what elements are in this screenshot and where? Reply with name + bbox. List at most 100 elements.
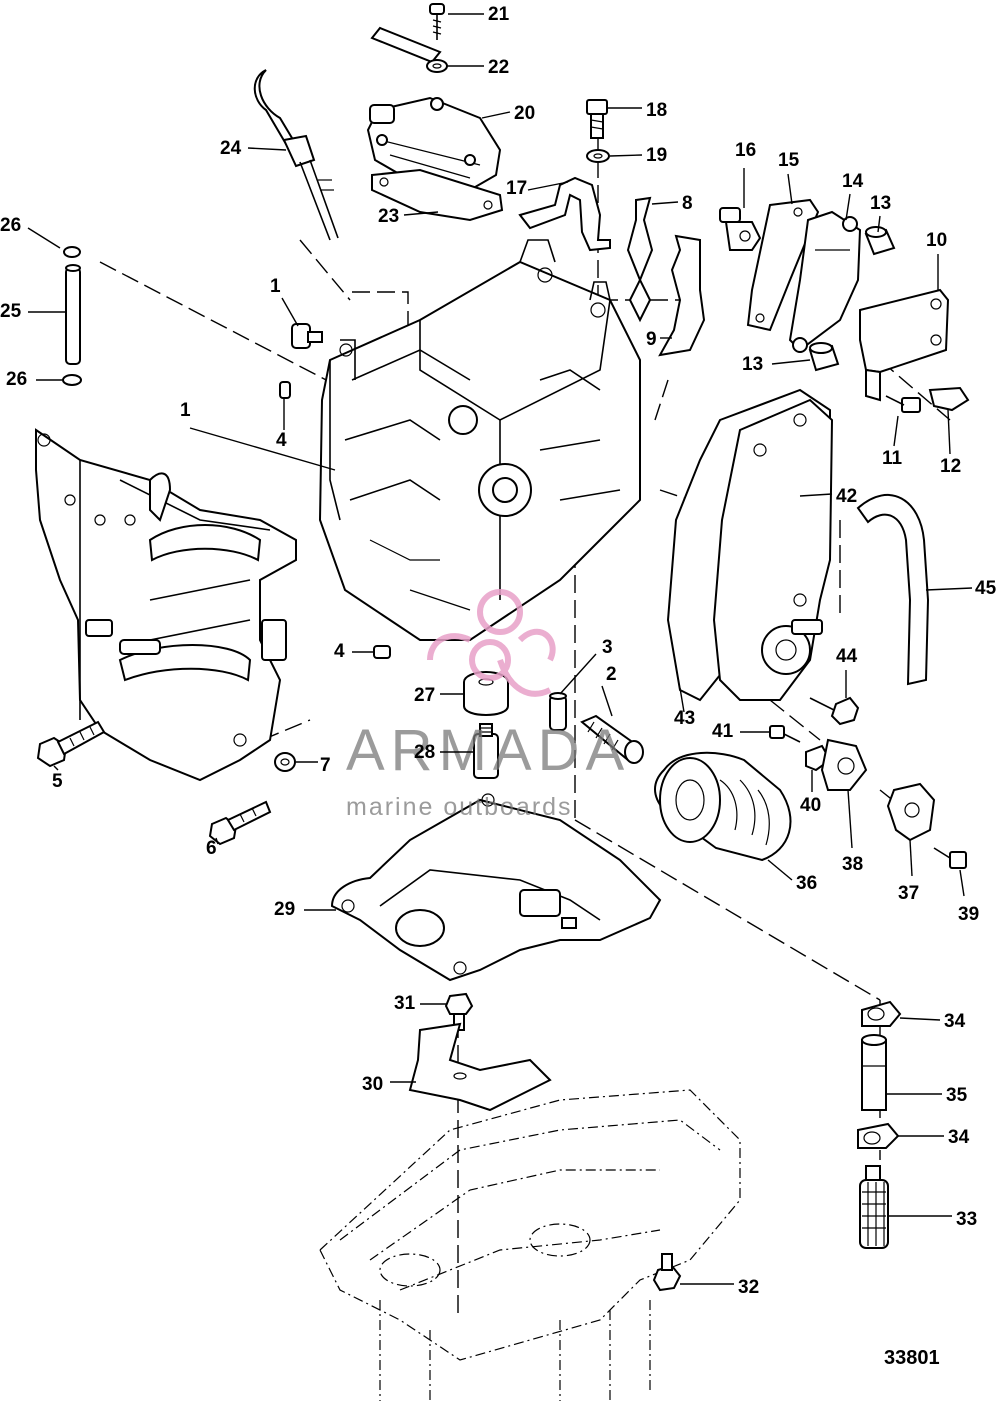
callout-38: 38 [842, 854, 863, 875]
leader-line-14 [845, 193, 851, 221]
callout-20: 20 [514, 103, 535, 124]
armada-watermark: ARMADA marine outboards [346, 589, 624, 821]
leader-line-11 [893, 415, 899, 447]
callout-7: 7 [320, 755, 331, 776]
part-44-bolt [809, 696, 860, 726]
leader-line-43 [679, 687, 685, 713]
callout-10: 10 [926, 230, 947, 251]
callout-3: 3 [602, 637, 613, 658]
watermark-tagline: marine outboards [346, 793, 573, 821]
part-9-plate [658, 234, 706, 357]
callout-24: 24 [220, 138, 242, 159]
part-18-bolt [586, 99, 608, 139]
callout-28: 28 [414, 742, 435, 763]
part-32-bolt [652, 1253, 682, 1292]
leader-lines [27, 13, 973, 1285]
part-20-cover [366, 96, 502, 192]
part-8-plate [626, 196, 654, 323]
callout-6: 6 [206, 838, 217, 859]
figure-number: 33801 [884, 1347, 940, 1369]
part-16-sender [719, 207, 762, 251]
part-19-washer [586, 149, 610, 163]
callout-33: 33 [956, 1209, 977, 1230]
part-22-washer-and-strap [370, 26, 448, 73]
part-2-spring [580, 714, 644, 764]
part-11-bolt [885, 395, 921, 413]
callout-34: 34 [944, 1011, 966, 1032]
leader-line-15 [787, 173, 793, 205]
leader-line-39 [959, 869, 965, 897]
leader-line-2 [601, 685, 613, 717]
leader-line-8 [651, 201, 679, 205]
callout-1: 1 [180, 400, 191, 421]
part-3-sleeve [549, 692, 567, 731]
part-21-screw [429, 3, 445, 40]
part-30-baffle [408, 1022, 552, 1112]
callout-1: 1 [270, 276, 281, 297]
leader-line-20 [481, 111, 511, 119]
callout-9: 9 [646, 329, 657, 350]
part-10-bracket [859, 288, 950, 402]
leader-line-34 [899, 1017, 941, 1021]
part-24-dipstick [253, 69, 339, 241]
callout-17: 17 [506, 178, 527, 199]
callout-36: 36 [796, 873, 817, 894]
leader-line-6 [215, 837, 219, 845]
cylinder-block [318, 239, 641, 641]
callout-2: 2 [606, 664, 617, 685]
callout-4: 4 [334, 641, 345, 662]
callout-22: 22 [488, 57, 509, 78]
callout-30: 30 [362, 1074, 383, 1095]
leader-line-13 [771, 359, 811, 365]
callout-15: 15 [778, 150, 800, 171]
part-1-fitting [291, 323, 323, 349]
callout-40: 40 [800, 795, 821, 816]
callout-29: 29 [274, 899, 295, 920]
leader-line-3 [559, 653, 597, 695]
leader-line-12 [947, 409, 951, 455]
leader-line-1 [281, 297, 299, 327]
part-5-bolt [36, 720, 106, 768]
part-34-clamp-upper [861, 1000, 902, 1027]
leader-line-19 [609, 154, 643, 157]
callout-26: 26 [6, 369, 27, 390]
part-31-bolt [444, 992, 474, 1031]
armada-logo-icon [427, 589, 556, 697]
callout-8: 8 [682, 193, 693, 214]
callout-19: 19 [646, 145, 667, 166]
callout-23: 23 [378, 206, 399, 227]
part-41-bolt [769, 725, 801, 743]
part-23-gasket [371, 168, 504, 222]
leader-line-36 [767, 859, 793, 881]
part-12-clip [928, 386, 970, 412]
leader-line-13 [877, 215, 881, 233]
callout-43: 43 [674, 708, 695, 729]
leader-line-1 [189, 427, 336, 471]
part-14-housing [788, 210, 862, 353]
callout-26: 26 [0, 215, 21, 236]
callout-11: 11 [882, 448, 903, 469]
callout-41: 41 [712, 721, 734, 742]
part-37-cover [886, 782, 936, 842]
callout-4: 4 [276, 430, 287, 451]
callout-5: 5 [52, 771, 63, 792]
leader-line-45 [925, 587, 973, 591]
leader-line-17 [527, 181, 569, 191]
leader-line-24 [247, 147, 287, 151]
callout-37: 37 [898, 883, 919, 904]
oil-pan-outline [319, 1089, 741, 1401]
callout-25: 25 [0, 301, 22, 322]
part-42-cover [712, 398, 834, 701]
callout-32: 32 [738, 1277, 759, 1298]
part-28-plug [473, 723, 499, 779]
callout-14: 14 [842, 171, 864, 192]
callout-44: 44 [836, 646, 858, 667]
part-4-dowel-lower [373, 645, 391, 659]
callout-13: 13 [742, 354, 763, 375]
part-4-dowel-upper [279, 381, 291, 399]
callout-13: 13 [870, 193, 891, 214]
callout-21: 21 [488, 4, 510, 25]
callout-39: 39 [958, 904, 979, 925]
